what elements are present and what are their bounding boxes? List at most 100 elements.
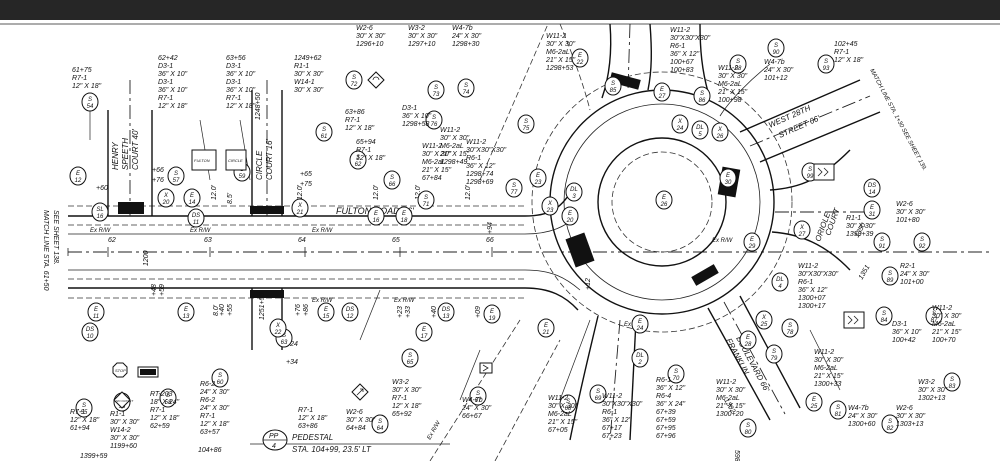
sign-note-line: 100+98: [718, 97, 742, 104]
bubble-number: 11: [93, 314, 99, 320]
bubble-number: 23: [534, 180, 542, 186]
bubble-letter: DL: [776, 277, 784, 283]
sign-note-line: D3-1: [226, 79, 241, 86]
pedestal-callout: PP 4 PEDESTAL STA. 104+99, 23.5' LT 104+…: [198, 429, 450, 454]
bubble-outline: [875, 306, 893, 326]
bubble-outline: [729, 54, 747, 74]
sign-note-line: M6-2aL: [546, 49, 570, 56]
sign-note-line: 30"X30"X30": [670, 35, 711, 42]
bubble-number: 81: [835, 412, 842, 418]
dimension-label: +40: [219, 304, 226, 316]
sign-note-33: W3-230" X 30"R7-112" X 18"65+92: [392, 379, 422, 418]
sign-bubble-dl-2: DL2: [631, 348, 649, 368]
sign-note-line: W14-1: [294, 79, 315, 86]
sign-note-line: W11-2: [716, 379, 736, 386]
circle-court: [250, 80, 284, 350]
bubble-outline: [771, 272, 789, 292]
sign-bubble-e-19: E19: [483, 304, 501, 324]
bubble-letter: E: [422, 327, 427, 333]
dimension-label: +48: [151, 284, 158, 296]
bubble-number: 58: [165, 400, 172, 406]
bubble-outline: [655, 190, 673, 210]
fulton-street-sign-icon: FULTON: [191, 149, 217, 171]
dimension-label: +59: [159, 284, 166, 296]
bubble-letter: DS: [442, 307, 450, 313]
bubble-outline: [913, 232, 931, 252]
sign-note-27: W2-630" X 30"1303+13: [896, 405, 926, 428]
bubble-number: 26: [716, 134, 724, 140]
sign-bubble-s-54: S54: [81, 92, 99, 112]
bubble-letter: X: [547, 201, 553, 207]
sign-note-line: 65+94: [356, 139, 376, 146]
dimension-label: +24: [286, 341, 298, 348]
sign-note-line: W11-2: [798, 263, 818, 270]
bubble-outline: [561, 206, 579, 226]
sign-bubble-e-11: E11: [87, 302, 105, 322]
bubble-outline: [829, 400, 847, 420]
bubble-outline: [631, 314, 649, 334]
pedestal-left-value: 104+86: [198, 447, 222, 454]
bubble-letter: S: [772, 349, 776, 355]
sign-bubble-s-92: S92: [913, 232, 931, 252]
sign-icons: STOP NO OUTLET FULTON CIRCLE: [112, 71, 865, 409]
bubble-number: 74: [463, 90, 470, 96]
bubble-outline: [667, 364, 685, 384]
ex-rw-label: Ex R/W: [190, 228, 212, 234]
sign-note-line: 36" X 12": [466, 163, 496, 170]
sign-note-35: R7-112" X 18"63+86: [298, 407, 328, 430]
bubble-letter: E: [324, 307, 329, 313]
sign-note-line: R7-1: [158, 95, 173, 102]
sign-note-line: 12" X 18": [834, 57, 864, 64]
bubble-outline: [425, 110, 443, 130]
bubble-number: 4: [778, 284, 782, 290]
bubble-outline: [559, 394, 577, 414]
sign-bubble-s-57: S57: [167, 166, 185, 186]
sign-note-line: D3-1: [158, 63, 173, 70]
sign-note-line: 62+59: [150, 423, 170, 430]
sign-note-19: W2-630" X 30"101+80: [896, 201, 926, 224]
sign-note-line: 30" X 30": [814, 357, 844, 364]
sign-bubble-s-75: S75: [517, 114, 535, 134]
sign-note-line: R7-1: [834, 49, 849, 56]
bubble-outline: [211, 368, 229, 388]
sign-bubble-e-24: E24: [631, 314, 649, 334]
bubble-letter: S: [218, 373, 222, 379]
dimension-label: +76: [295, 304, 302, 316]
bubble-letter: S: [824, 59, 828, 65]
sign-bubble-s-76: S76: [425, 110, 443, 130]
sign-note-line: M6-2aL: [932, 321, 956, 328]
bubble-outline: [755, 310, 773, 330]
circle-street-sign-text: CIRCLE: [228, 158, 243, 163]
west-28th-street-approach: [719, 63, 881, 163]
bubble-outline: [541, 196, 559, 216]
bubble-number: 30: [725, 180, 732, 186]
bubble-number: 18: [401, 218, 408, 224]
sign-bubble-s-91: S91: [873, 232, 891, 252]
sign-note-line: R6-1: [466, 155, 481, 162]
sign-note-line: 1298+69: [466, 179, 494, 186]
bottom-right-number: 598: [733, 450, 740, 461]
sign-bubble-e-23: E23: [529, 168, 547, 188]
bubble-outline: [571, 48, 589, 68]
stop-sign-icon: STOP: [112, 362, 128, 378]
sign-note-line: W4-7b: [462, 397, 483, 404]
dimension-label: +23: [397, 306, 404, 318]
bubble-letter: DL: [570, 187, 578, 193]
bubble-letter: E: [402, 211, 407, 217]
dimension-label: 8.5': [227, 192, 234, 204]
sign-bubble-x-25: X25: [755, 310, 773, 330]
bubble-number: 92: [919, 244, 926, 250]
bubble-number: 13: [183, 314, 190, 320]
sign-bubble-s-73: S73: [427, 80, 445, 100]
sign-note-line: 101+80: [896, 217, 920, 224]
bubble-letter: E: [726, 173, 731, 179]
sign-note-20: R2-124" X 30"101+00: [899, 263, 930, 286]
sign-note-line: W3-2: [918, 379, 935, 386]
sign-note-line: 36" X 10": [158, 87, 188, 94]
bubble-number: 13: [443, 314, 450, 320]
bubble-letter: DL: [696, 125, 704, 131]
bubble-outline: [469, 386, 487, 406]
